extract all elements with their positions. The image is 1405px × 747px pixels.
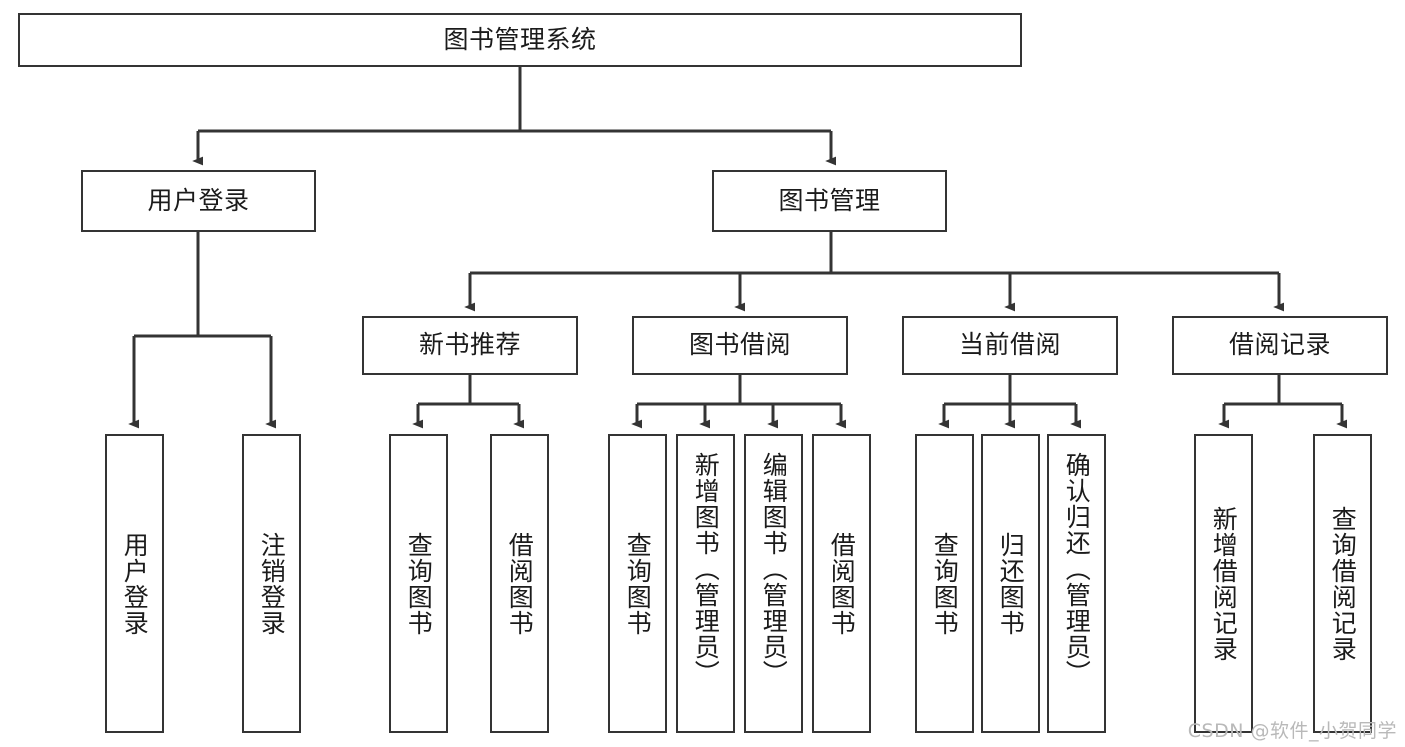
node-root[interactable]: 图书管理系统 [18, 13, 1022, 67]
leaf-logout[interactable]: 注销登录 [242, 434, 301, 733]
leaf-borrow-book-1[interactable]: 借阅图书 [490, 434, 549, 733]
leaf-edit-book[interactable]: 编辑图书（管理员） [744, 434, 803, 733]
leaf-user-login-label: 用户登录 [120, 531, 150, 636]
leaf-borrow-book-2[interactable]: 借阅图书 [812, 434, 871, 733]
node-borrow-record[interactable]: 借阅记录 [1172, 316, 1388, 375]
node-book-borrow[interactable]: 图书借阅 [632, 316, 848, 375]
leaf-confirm-return[interactable]: 确认归还（管理员） [1047, 434, 1106, 733]
node-book-manage[interactable]: 图书管理 [712, 170, 947, 232]
node-root-label: 图书管理系统 [443, 24, 597, 54]
leaf-borrow-book-1-label: 借阅图书 [505, 531, 535, 636]
node-borrow-record-label: 借阅记录 [1228, 330, 1331, 360]
node-current-borrow-label: 当前借阅 [958, 330, 1061, 360]
node-user-login[interactable]: 用户登录 [81, 170, 316, 232]
leaf-add-record-label: 新增借阅记录 [1209, 505, 1239, 662]
leaf-query-book-1-label: 查询图书 [404, 531, 434, 636]
leaf-confirm-return-label: 确认归还（管理员） [1062, 452, 1092, 686]
leaf-borrow-book-2-label: 借阅图书 [827, 531, 857, 636]
watermark-text: CSDN @软件_小贺同学 [1187, 720, 1397, 742]
leaf-user-login[interactable]: 用户登录 [105, 434, 164, 733]
leaf-query-record-label: 查询借阅记录 [1328, 505, 1358, 662]
node-book-manage-label: 图书管理 [778, 185, 881, 215]
node-user-login-label: 用户登录 [147, 185, 250, 215]
leaf-add-record[interactable]: 新增借阅记录 [1194, 434, 1253, 733]
node-book-borrow-label: 图书借阅 [688, 330, 791, 360]
leaf-edit-book-label: 编辑图书（管理员） [759, 452, 789, 686]
node-current-borrow[interactable]: 当前借阅 [902, 316, 1118, 375]
leaf-add-book-label: 新增图书（管理员） [691, 452, 721, 686]
node-new-book-recommend-label: 新书推荐 [418, 330, 521, 360]
leaf-return-book-label: 归还图书 [996, 531, 1026, 636]
leaf-logout-label: 注销登录 [257, 531, 287, 636]
leaf-return-book[interactable]: 归还图书 [981, 434, 1040, 733]
node-new-book-recommend[interactable]: 新书推荐 [362, 316, 578, 375]
leaf-query-book-1[interactable]: 查询图书 [389, 434, 448, 733]
leaf-add-book[interactable]: 新增图书（管理员） [676, 434, 735, 733]
leaf-query-book-2-label: 查询图书 [623, 531, 653, 636]
leaf-query-record[interactable]: 查询借阅记录 [1313, 434, 1372, 733]
leaf-query-book-2[interactable]: 查询图书 [608, 434, 667, 733]
leaf-query-book-3[interactable]: 查询图书 [915, 434, 974, 733]
leaf-query-book-3-label: 查询图书 [930, 531, 960, 636]
